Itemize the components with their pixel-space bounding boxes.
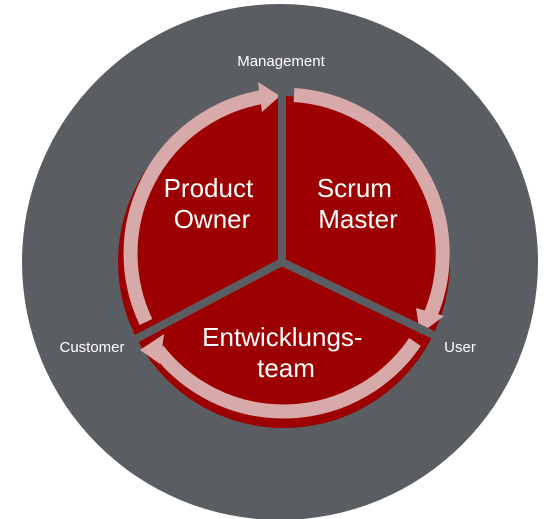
segment-dividers: [128, 86, 450, 346]
arrowhead-top-icon: [258, 82, 280, 112]
arrowhead-left-icon: [140, 334, 164, 364]
stakeholder-management: Management: [237, 53, 325, 70]
arrow-arc-left: [123, 90, 264, 326]
segment-label-entwicklungsteam: Entwicklungs- team: [202, 322, 370, 383]
divider-left: [128, 258, 284, 346]
segment-label-scrum-master: Scrum Master: [317, 173, 399, 234]
arrow-arc-bottom: [152, 338, 421, 419]
segment-label-product-owner: Product Owner: [164, 173, 261, 234]
product-owner-line2: Owner: [174, 204, 251, 234]
scrum-master-line1: Scrum: [317, 173, 392, 203]
product-owner-line1: Product: [164, 173, 254, 203]
scrum-master-line2: Master: [318, 204, 398, 234]
arrow-arc-right: [293, 88, 450, 319]
entwicklungsteam-line1: Entwicklungs-: [202, 322, 362, 352]
cycle-arrows: [123, 88, 450, 419]
entwicklungsteam-line2: team: [257, 353, 315, 383]
stakeholder-user: User: [444, 339, 476, 356]
divider-right: [280, 258, 450, 346]
stakeholder-customer: Customer: [59, 339, 124, 356]
